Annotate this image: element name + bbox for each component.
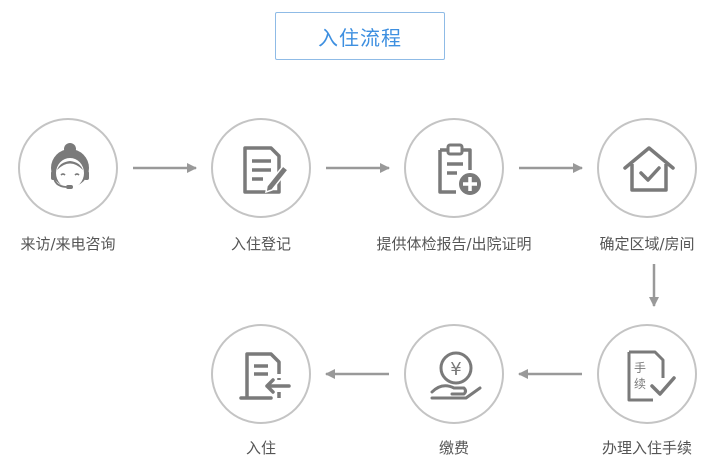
step-circle-consult	[18, 118, 118, 218]
register-form-icon	[243, 146, 290, 194]
step-circle-room	[597, 118, 697, 218]
step-label-consult: 来访/来电咨询	[20, 235, 116, 253]
customer-service-icon	[51, 143, 89, 189]
step-label-room: 确定区域/房间	[599, 235, 695, 253]
step-label-payment: 缴费	[438, 439, 470, 457]
procedure-icon-char-1: 手	[634, 361, 646, 375]
yen-symbol: ¥	[450, 359, 461, 380]
step-circle-register	[211, 118, 311, 218]
procedure-document-icon: 手 续	[627, 350, 676, 402]
step-label-medical: 提供体检报告/出院证明	[376, 235, 532, 253]
procedure-icon-char-2: 续	[634, 377, 646, 391]
step-circle-procedure: 手 续	[597, 324, 697, 424]
step-circle-medical	[404, 118, 504, 218]
payment-coin-icon: ¥	[430, 351, 482, 400]
step-label-register: 入住登记	[230, 235, 292, 253]
medical-clipboard-icon	[438, 143, 483, 197]
page-title: 入住流程	[275, 12, 445, 60]
house-check-icon	[623, 146, 675, 192]
step-circle-payment: ¥	[404, 324, 504, 424]
step-label-procedure: 办理入住手续	[601, 439, 693, 457]
step-label-checkin: 入住	[245, 439, 277, 457]
check-in-document-icon	[239, 352, 291, 400]
step-circle-checkin	[211, 324, 311, 424]
